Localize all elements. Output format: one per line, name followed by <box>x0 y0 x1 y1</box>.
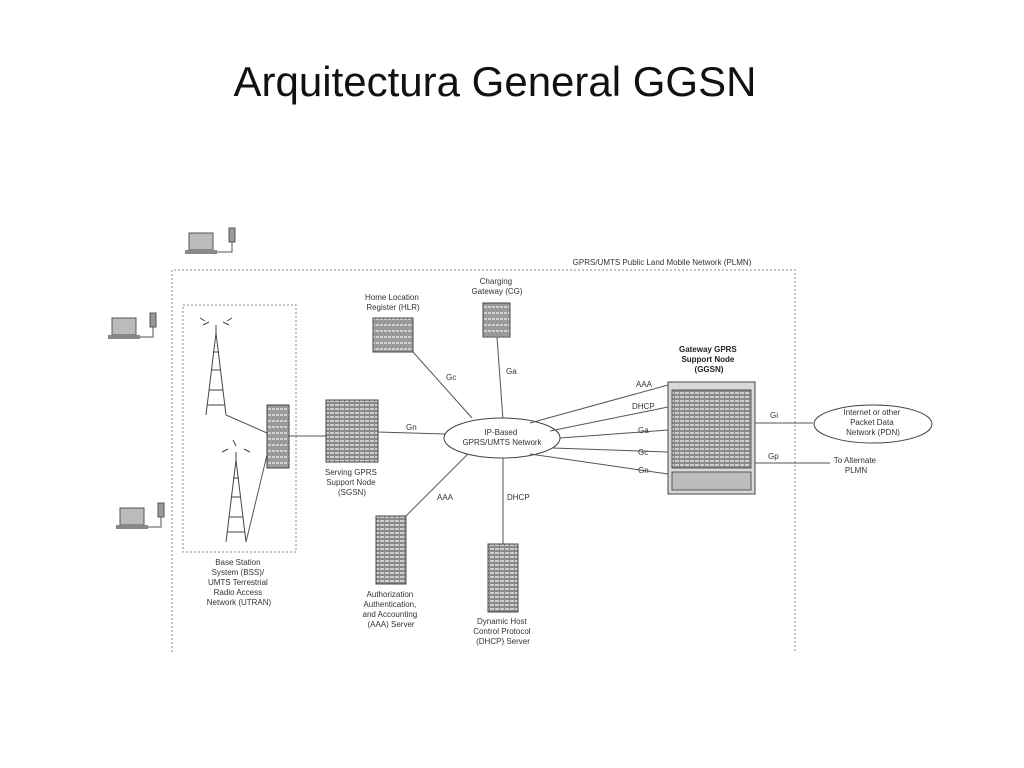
interface-gn-sgsn-label: Gn <box>406 423 417 432</box>
bsc-equipment <box>266 404 290 469</box>
interface-ggsn-aaa-label: AAA <box>636 380 653 389</box>
interface-gc-label: Gc <box>446 373 456 382</box>
interface-aaa-label: AAA <box>437 493 454 502</box>
alt-plmn-label: To Alternate PLMN <box>834 456 878 475</box>
hlr-label: Home Location Register (HLR) <box>365 293 421 312</box>
ggsn-label: Gateway GPRS Support Node (GGSN) <box>679 345 739 374</box>
ggsn-equipment <box>667 381 756 495</box>
interface-ggsn-dhcp-label: DHCP <box>632 402 655 411</box>
bss-boundary <box>182 304 297 553</box>
interface-ga-label: Ga <box>506 367 517 376</box>
dhcp-server-equipment <box>487 543 519 613</box>
mobile-laptop-1 <box>185 227 236 254</box>
hlr-equipment <box>372 317 414 353</box>
dhcp-label: Dynamic Host Control Protocol (DHCP) Ser… <box>473 617 533 646</box>
interface-ggsn-ga-label: Ga <box>638 426 649 435</box>
slide-title: Arquitectura General GGSN <box>233 58 757 105</box>
plmn-boundary <box>171 269 796 652</box>
bss-label: Base Station System (BSS)/ UMTS Terrestr… <box>207 558 272 607</box>
mobile-laptop-2 <box>108 312 157 339</box>
cell-tower-icon <box>199 317 233 416</box>
cg-label: Charging Gateway (CG) <box>471 277 522 296</box>
interface-ggsn-gn-label: Gn <box>638 466 649 475</box>
cg-equipment <box>482 302 511 338</box>
plmn-label: GPRS/UMTS Public Land Mobile Network (PL… <box>573 258 752 267</box>
interface-gi-label: Gi <box>770 411 778 420</box>
interface-dhcp-label: DHCP <box>507 493 530 502</box>
mobile-laptop-3 <box>116 502 165 529</box>
pdn-cloud <box>813 404 933 444</box>
sgsn-equipment <box>325 399 379 463</box>
interface-ggsn-gc-label: Gc <box>638 448 648 457</box>
interface-gp-label: Gp <box>768 452 779 461</box>
cell-tower-icon <box>221 439 251 543</box>
pdn-label: Internet or other Packet Data Network (P… <box>843 408 902 437</box>
aaa-label: Authorization Authentication, and Accoun… <box>363 590 420 629</box>
sgsn-label: Serving GPRS Support Node (SGSN) <box>325 468 379 497</box>
aaa-server-equipment <box>375 515 407 585</box>
core-network-label: IP-Based GPRS/UMTS Network <box>462 428 542 447</box>
